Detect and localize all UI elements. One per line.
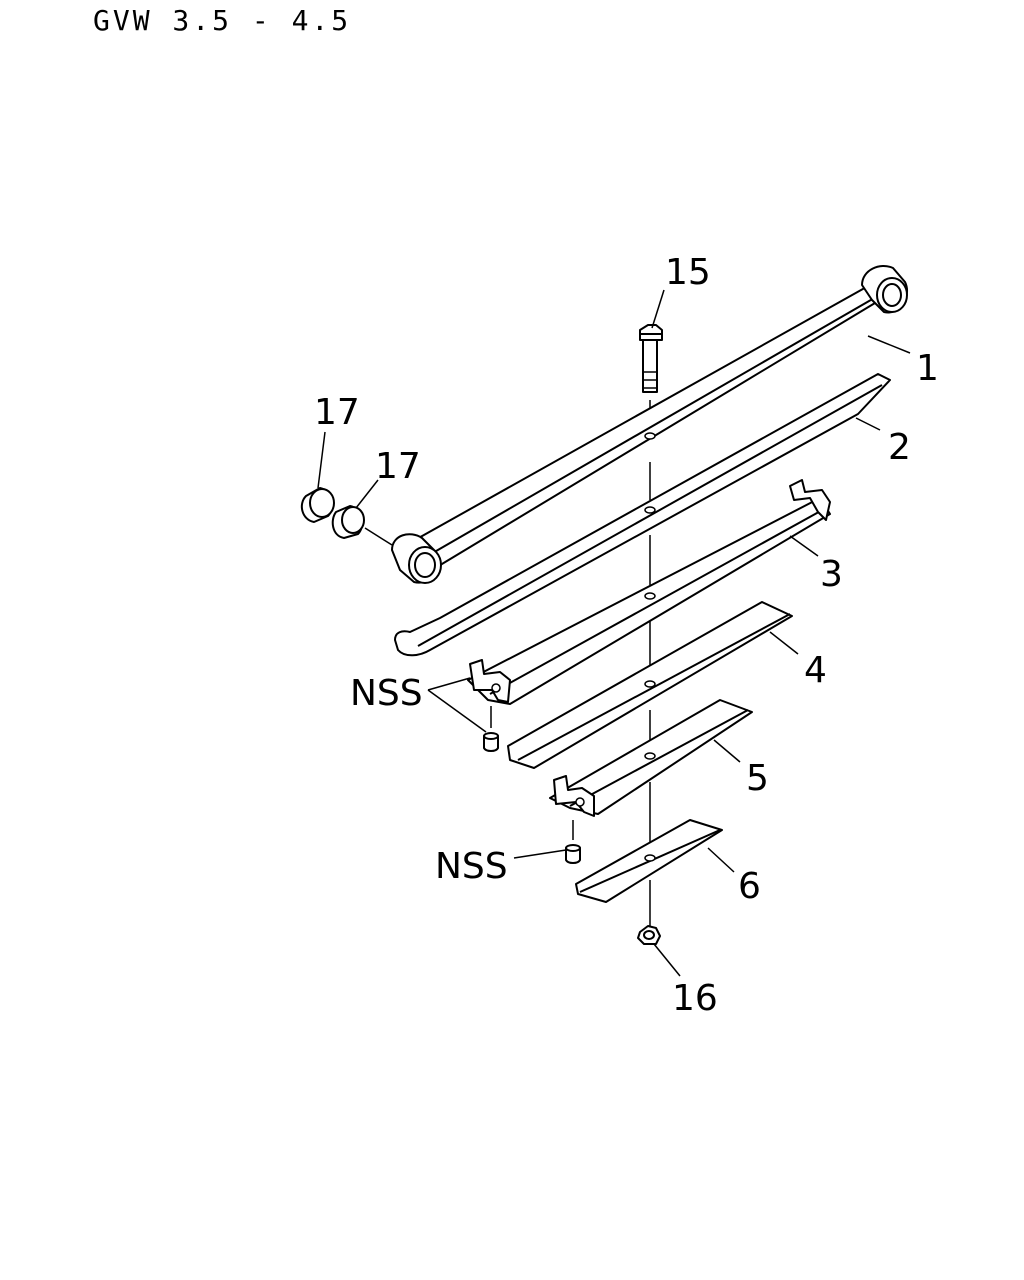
callout-2: 2 <box>888 427 911 468</box>
callout-15: 15 <box>665 252 711 293</box>
callout-5: 5 <box>746 758 769 799</box>
clip-screw-upper <box>427 677 499 752</box>
second-leaf <box>394 373 891 657</box>
bushing-outer <box>300 487 335 523</box>
center-nut <box>637 925 661 945</box>
callout-16: 16 <box>672 978 718 1019</box>
callout-17-inner: 17 <box>375 446 421 487</box>
callout-17-outer: 17 <box>314 392 360 433</box>
spacer-plate <box>575 819 723 903</box>
main-leaf <box>391 265 908 584</box>
bushing-axis-line <box>364 527 393 546</box>
fourth-leaf <box>507 601 793 769</box>
callout-4: 4 <box>804 650 827 691</box>
callout-3: 3 <box>820 554 843 595</box>
leader-lines <box>317 289 911 977</box>
page-title: GVW 3.5 - 4.5 <box>93 4 352 37</box>
center-bolt <box>639 324 663 393</box>
fifth-leaf <box>549 699 753 817</box>
callout-nss-upper: NSS <box>350 673 423 714</box>
callout-6: 6 <box>738 866 761 907</box>
bushing-inner <box>331 505 365 539</box>
callout-nss-lower: NSS <box>435 846 508 887</box>
callout-1: 1 <box>916 348 939 389</box>
third-leaf <box>467 479 831 705</box>
clip-screw-lower <box>513 820 581 864</box>
